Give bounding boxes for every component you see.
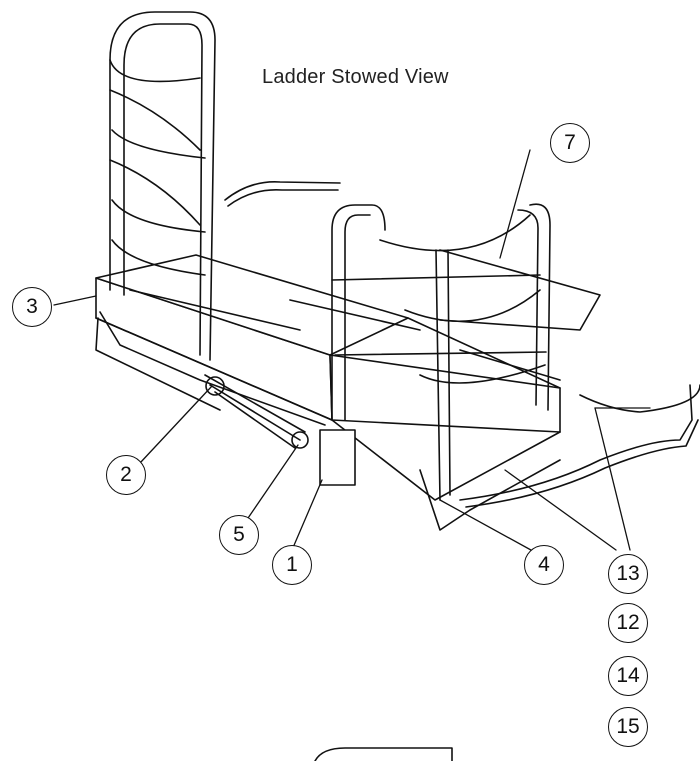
bottom-partial: [314, 747, 453, 761]
leader-lines: [53, 149, 651, 556]
callout-3: 3: [12, 287, 52, 327]
callout-15: 15: [608, 707, 648, 747]
rod-assembly: [204, 374, 356, 486]
callout-2: 2: [106, 455, 146, 495]
left-railing: [109, 11, 216, 361]
callout-13: 13: [608, 554, 648, 594]
right-railing: [331, 203, 601, 501]
callout-4: 4: [524, 545, 564, 585]
back-handle-inner: [227, 189, 339, 207]
diagram-title: Ladder Stowed View: [262, 66, 449, 88]
callout-12: 12: [608, 603, 648, 643]
callout-14: 14: [608, 656, 648, 696]
callout-1: 1: [272, 545, 312, 585]
callout-7: 7: [550, 123, 590, 163]
front-handle: [459, 384, 700, 508]
callout-5: 5: [219, 515, 259, 555]
platform-base: [95, 254, 561, 531]
back-handle: [224, 181, 341, 201]
